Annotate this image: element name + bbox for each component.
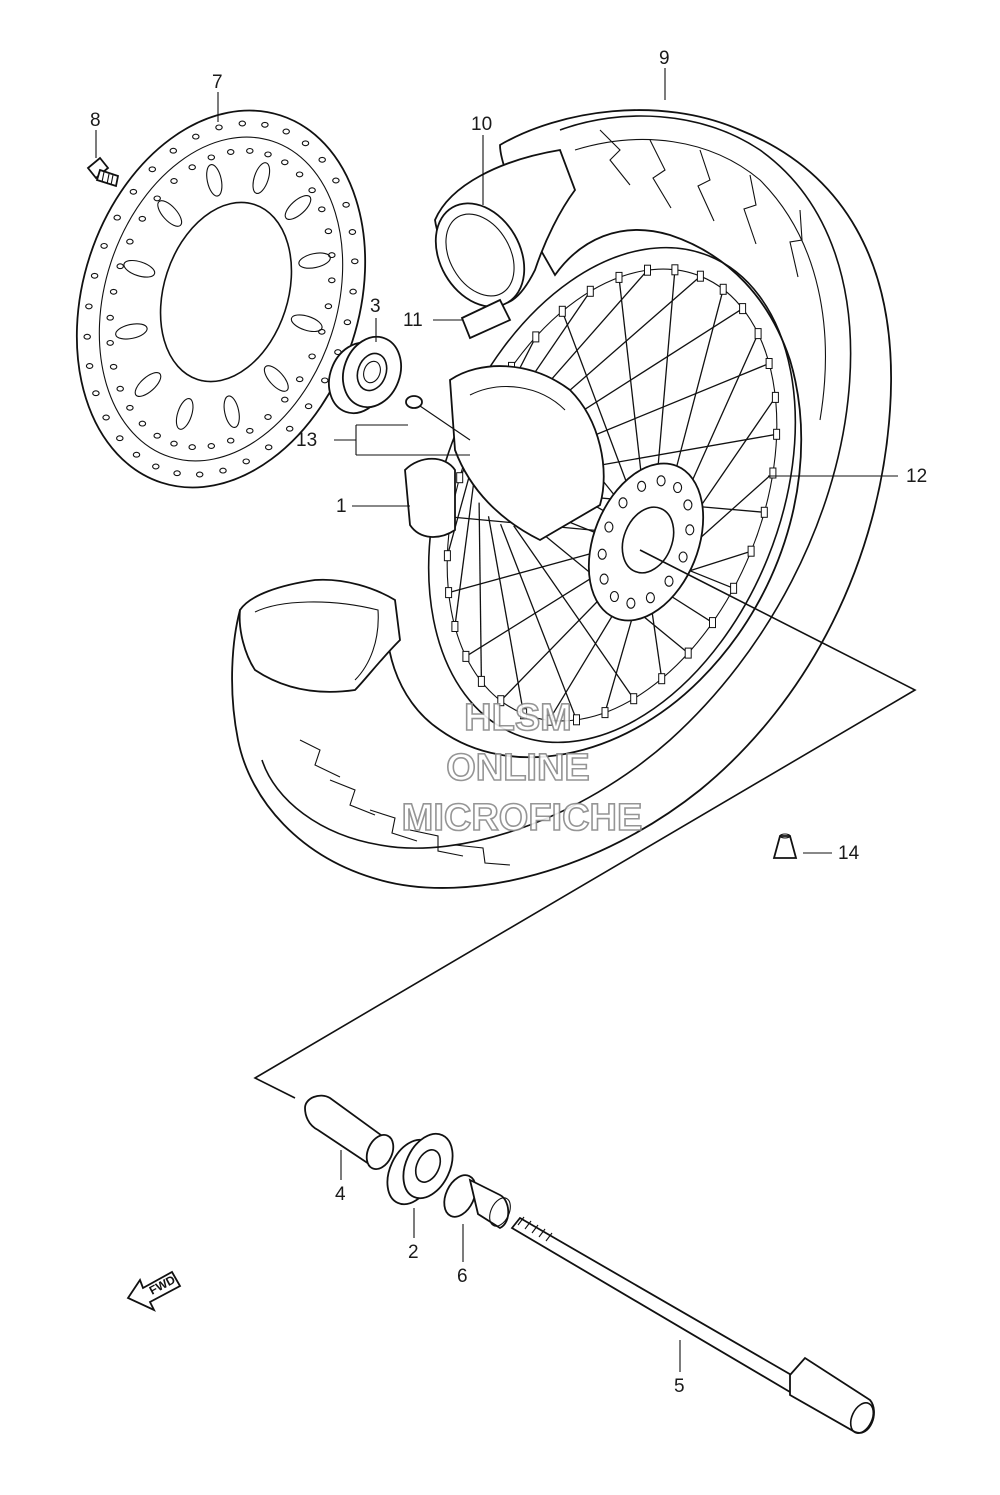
- rim-band[interactable]: [460, 298, 512, 340]
- fwd-arrow: FWD: [126, 1270, 182, 1312]
- spoke: [499, 523, 578, 721]
- callout-9: 9: [659, 48, 670, 69]
- spoke: [500, 584, 614, 702]
- spoke-nipple-end: [573, 714, 580, 726]
- spoke-nipple-end: [630, 693, 638, 705]
- callout-13: 13: [296, 430, 317, 451]
- spoke-nipple-end: [545, 714, 553, 726]
- callout-5: 5: [674, 1376, 685, 1397]
- spoke-nipple-end: [477, 675, 485, 687]
- spoke-nipple-end: [754, 328, 762, 340]
- spoke-nipple-end: [456, 472, 464, 484]
- inner-tube[interactable]: [418, 148, 577, 323]
- spoke-nipple-end: [739, 303, 747, 315]
- spoke-nipple-end: [520, 708, 528, 720]
- spoke-nipple-end: [558, 305, 566, 317]
- callout-7: 7: [212, 72, 223, 93]
- callout-3: 3: [370, 296, 381, 317]
- spoke-nipple[interactable]: [405, 395, 471, 441]
- callout-10: 10: [471, 114, 492, 135]
- spoke-nipple-end: [765, 358, 773, 369]
- spoke: [561, 311, 631, 492]
- spoke-nipple-end: [451, 621, 459, 632]
- callout-1: 1: [336, 496, 347, 517]
- callout-6: 6: [457, 1266, 468, 1287]
- spoke-nipple-end: [684, 647, 692, 659]
- valve-cap[interactable]: [772, 833, 798, 859]
- spoke-nipple-end: [445, 587, 453, 599]
- spoke-nipple-end: [658, 673, 666, 685]
- spoke: [454, 485, 475, 627]
- spoke-nipple-end: [696, 270, 704, 282]
- spoke: [478, 502, 483, 682]
- leader-lines: [95, 68, 898, 1372]
- spoke: [655, 269, 676, 495]
- spoke-nipple-end: [586, 285, 594, 297]
- watermark-line-3: MICROFICHE: [402, 797, 643, 839]
- spoke-nipple-end: [747, 545, 755, 557]
- spoke-nipple-end: [773, 428, 781, 440]
- spacer[interactable]: [304, 1094, 398, 1174]
- callout-4: 4: [335, 1184, 346, 1205]
- spoke-nipple-end: [644, 264, 651, 276]
- spoke: [446, 465, 473, 556]
- spoke-nipple-end: [532, 331, 540, 343]
- brake-disc[interactable]: [30, 73, 412, 525]
- spokes[interactable]: [443, 264, 781, 726]
- callout-8: 8: [90, 110, 101, 131]
- wheel-hub[interactable]: [404, 365, 725, 637]
- spoke-nipple-end: [760, 506, 768, 518]
- callout-2: 2: [408, 1242, 419, 1263]
- spoke-nipple-end: [709, 617, 716, 629]
- tire[interactable]: [231, 109, 892, 889]
- callouts: 7 8 9 10 11 3 13 1 12 14 4 2 6 5: [90, 48, 927, 1397]
- spoke: [513, 525, 635, 700]
- front-axle[interactable]: [510, 1216, 878, 1437]
- assembly-leader: [253, 549, 917, 1099]
- wheel-bearing-lower[interactable]: [378, 1126, 463, 1212]
- watermark-line-1: HLSM: [464, 697, 572, 739]
- callout-11: 11: [403, 310, 423, 331]
- axle-collar[interactable]: [438, 1170, 514, 1230]
- spoke: [487, 516, 525, 714]
- spoke: [448, 549, 603, 594]
- spoke-nipple-end: [671, 264, 679, 276]
- spoke: [618, 277, 644, 490]
- spoke: [465, 568, 607, 657]
- spoke-nipple-end: [730, 582, 738, 594]
- callout-14: 14: [838, 843, 860, 864]
- spoke-nipple-end: [769, 467, 777, 479]
- spoke-nipple-end: [771, 391, 779, 403]
- wheel-bearing-upper[interactable]: [319, 329, 410, 422]
- spoke-nipple-end: [719, 283, 727, 295]
- callout-12: 12: [906, 466, 927, 487]
- watermark: HLSM ONLINE MICROFICHE: [401, 696, 643, 840]
- spoke-nipple-end: [443, 550, 451, 562]
- spoke-nipple-end: [615, 271, 623, 283]
- spoke-nipple-end: [462, 650, 470, 662]
- spoke-nipple-end: [497, 695, 505, 707]
- spoke-nipple-end: [601, 707, 609, 719]
- watermark-line-2: ONLINE: [446, 747, 590, 789]
- disc-bolt[interactable]: [86, 156, 120, 188]
